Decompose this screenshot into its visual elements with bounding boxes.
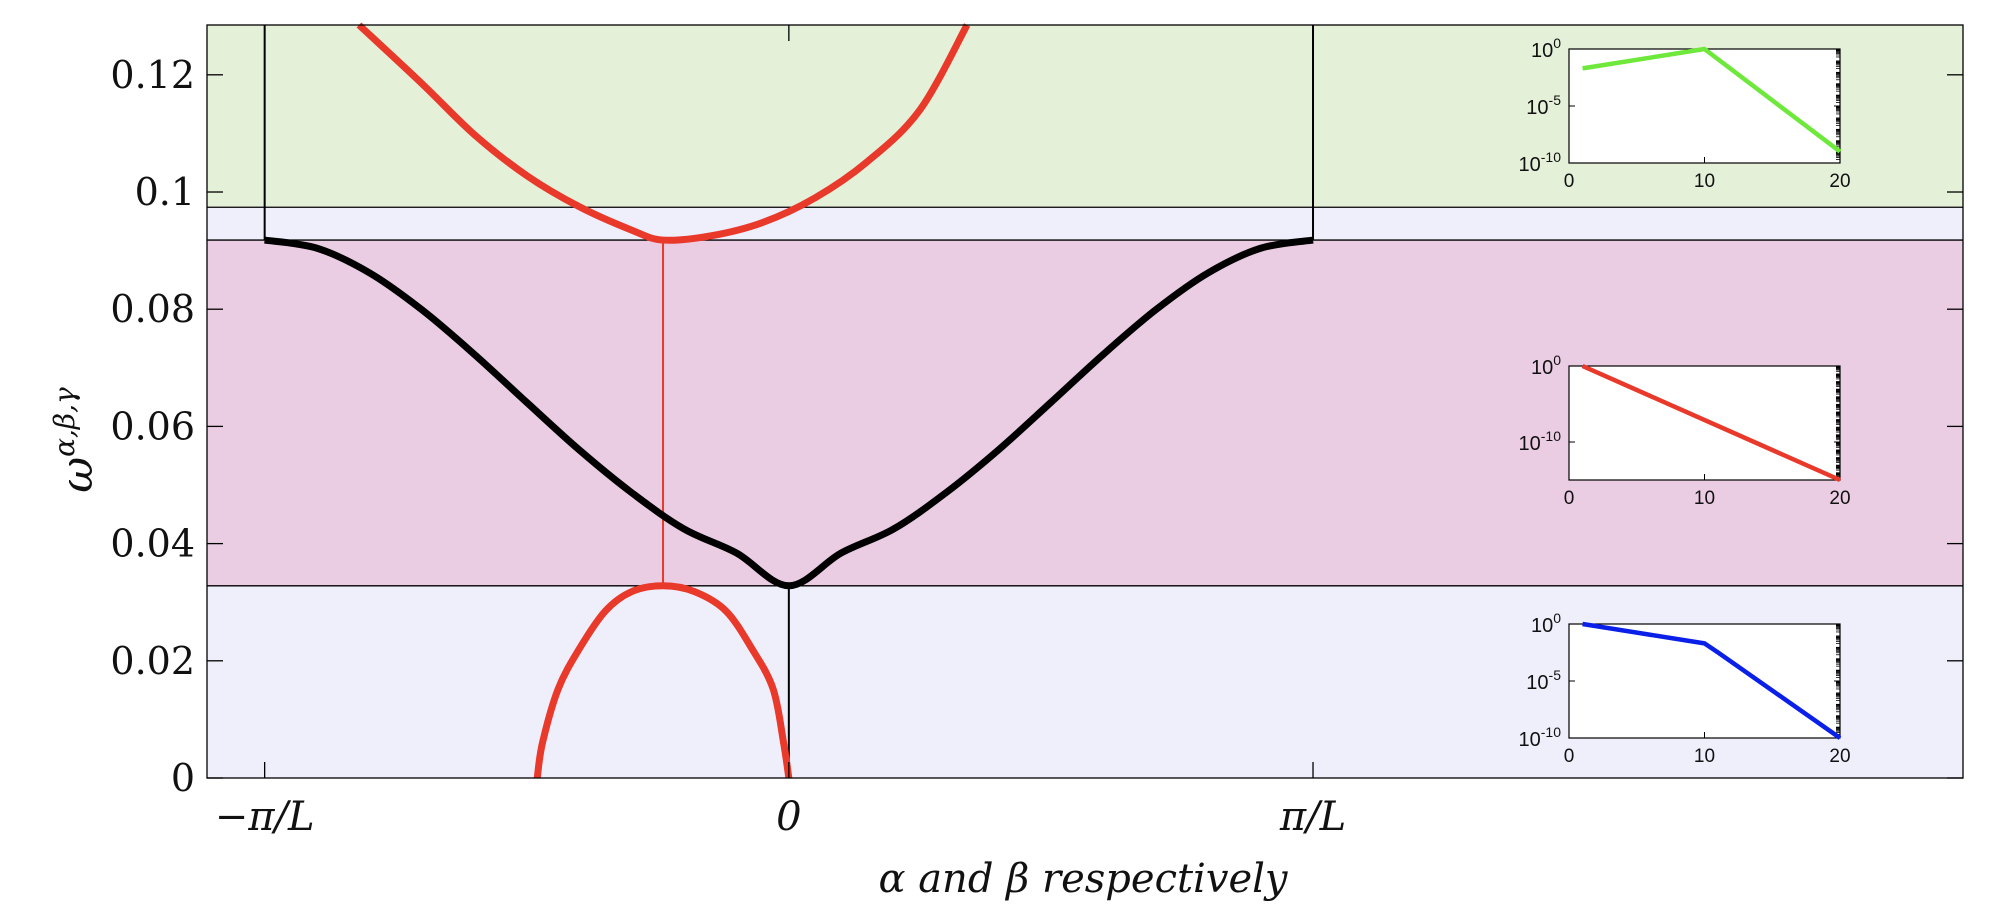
inset-1-series-line [1581, 363, 1841, 483]
y-tick-label-0: 0 [171, 756, 195, 800]
inset-0-series-line [1582, 46, 1842, 154]
series-line-0 [264, 236, 1314, 590]
band-2 [207, 207, 1963, 241]
y-tick-label-2: 0.04 [110, 522, 195, 566]
svg-text:ωα,β,γ: ωα,β,γ [48, 387, 103, 493]
inset-0-x-tick-label-0: 0 [1564, 171, 1575, 192]
inset-0: 0 10 20 100 10-5 10-10 [1519, 35, 1851, 192]
inset-2-x-tick-label-2: 20 [1829, 746, 1850, 767]
main-axes: 0 0.02 0.04 0.06 0.08 0.1 0.12 −π/L 0 π/L [110, 24, 1964, 840]
y-axis-label-symbol: ω [52, 457, 103, 493]
inset-0-x-tick-label-2: 20 [1829, 171, 1850, 192]
inset-0-y-tick-label-0: 100 [1531, 35, 1561, 62]
plot-frame [206, 24, 1964, 779]
y-tick-label-6: 0.12 [110, 53, 195, 97]
y-tick-label-3: 0.06 [110, 404, 195, 448]
y-axis-label: ωα,β,γ [48, 387, 103, 493]
inset-1-x-tick-label-1: 10 [1694, 488, 1715, 509]
inset-2-y-tick-label-2: 10-10 [1519, 724, 1562, 751]
inset-2-y-tick-label-0: 100 [1531, 610, 1561, 637]
connector-lines [263, 25, 1315, 778]
inset-1-x-tick-label-0: 0 [1564, 488, 1575, 509]
inset-2-x-tick-label-0: 0 [1564, 746, 1575, 767]
y-tick-label-4: 0.08 [110, 287, 195, 331]
inset-frame-2 [1568, 623, 1841, 739]
x-tick-label-0: −π/L [215, 794, 315, 840]
band-boundaries [207, 206, 1963, 587]
y-axis-label-superscript: α,β,γ [48, 387, 81, 457]
x-axis-label: α and β respectively [878, 856, 1288, 902]
x-tick-label-1: 0 [776, 794, 801, 840]
x-tick-label-2: π/L [1279, 794, 1346, 840]
y-tick-label-1: 0.02 [110, 639, 195, 683]
inset-2: 0 10 20 100 10-5 10-10 [1519, 610, 1851, 767]
inset-1-x-tick-label-2: 20 [1829, 488, 1850, 509]
inset-2-y-tick-label-1: 10-5 [1526, 667, 1561, 694]
inset-1-y-tick-label-0: 100 [1531, 352, 1561, 379]
inset-2-series-line [1582, 621, 1842, 740]
dispersion-curves [264, 22, 1314, 779]
inset-1-y-tick-label-1: 10-10 [1519, 428, 1562, 455]
inset-2-x-tick-label-1: 10 [1694, 746, 1715, 767]
y-tick-label-5: 0.1 [135, 170, 195, 214]
series-line-1 [356, 22, 971, 244]
inset-1: 0 10 20 100 10-10 [1519, 352, 1851, 509]
series-line-2 [533, 582, 793, 779]
inset-0-x-tick-label-1: 10 [1694, 171, 1715, 192]
inset-0-y-tick-label-2: 10-10 [1519, 149, 1562, 176]
inset-0-y-tick-label-1: 10-5 [1526, 92, 1561, 119]
